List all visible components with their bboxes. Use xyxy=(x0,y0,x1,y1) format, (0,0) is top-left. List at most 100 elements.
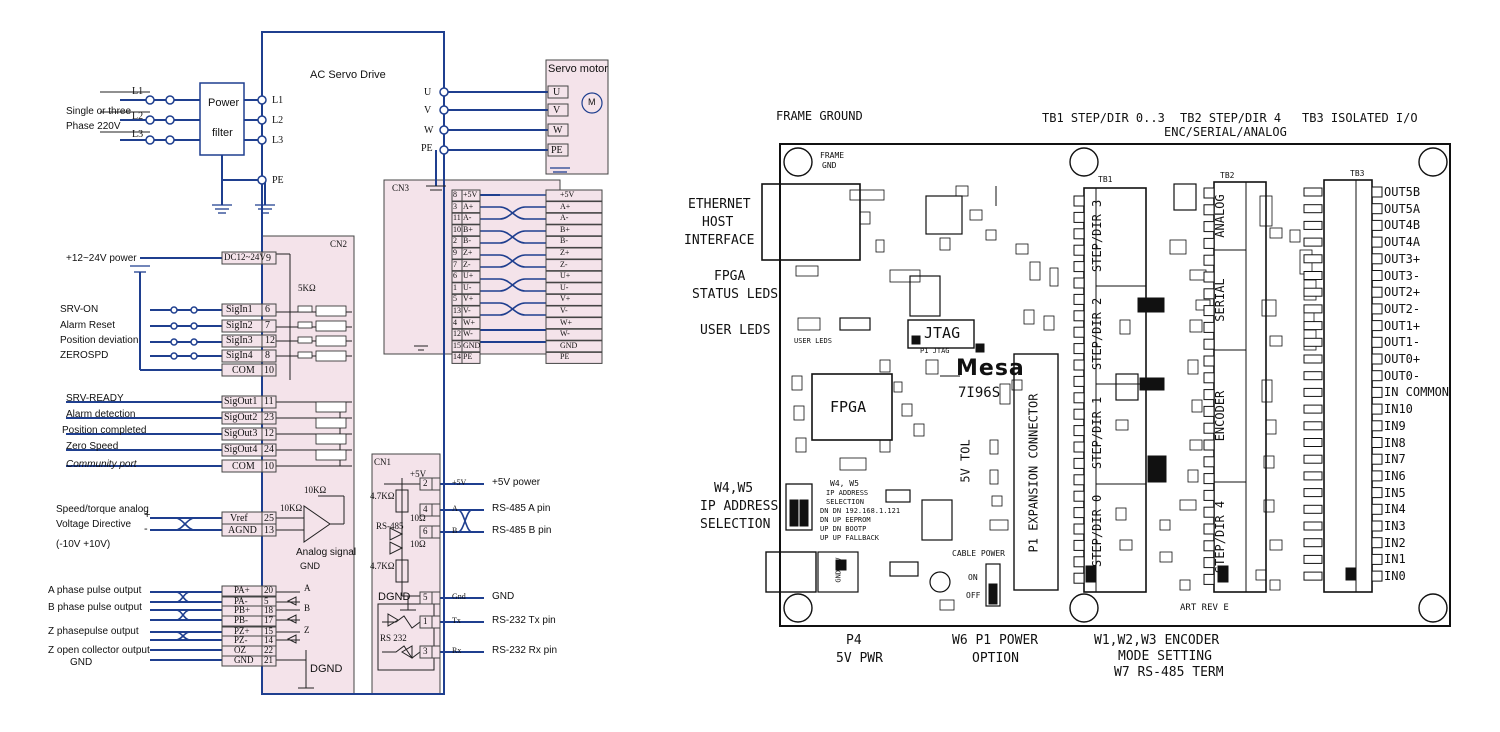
board-fpga-label: FPGA xyxy=(830,398,867,416)
board-component-16 xyxy=(969,209,983,221)
pulse-pin-3: 17 xyxy=(264,615,273,625)
analog-label-1: Speed/torque analog xyxy=(56,504,149,515)
cn3-sig-box-7 xyxy=(545,270,603,283)
cn3-name-box-11 xyxy=(461,317,481,330)
tb3-resistor-14 xyxy=(1303,421,1323,431)
pulse-letter-z: Z xyxy=(304,625,310,635)
cn3-sig-13: GND xyxy=(560,340,578,350)
tb3-pin-1: OUT5A xyxy=(1384,201,1421,216)
cn3-sig-box-11 xyxy=(545,317,603,330)
cn1-rs485-label: RS-485 xyxy=(376,521,404,531)
tb3-pin-4: OUT3+ xyxy=(1384,251,1421,266)
supply-label-2: Phase 220V xyxy=(66,121,121,132)
board-component-20 xyxy=(1049,267,1059,287)
board-component-8 xyxy=(879,359,891,373)
board-tb3: TB3 xyxy=(1350,169,1365,178)
output-label-3: Zero Speed xyxy=(66,441,119,452)
output-pin-1: 23 xyxy=(264,412,274,423)
tb1-screw-2 xyxy=(1073,228,1085,240)
cn3-label: CN3 xyxy=(392,183,410,193)
tb3-pin-20: IN3 xyxy=(1384,519,1406,533)
tb1-section-1: STEP/DIR 2 xyxy=(1090,297,1104,370)
board-component-15 xyxy=(955,185,969,197)
board-mesa-logo: Mesa xyxy=(956,356,1025,381)
tb2-screw-8 xyxy=(1203,321,1215,333)
cn3-name-box-10 xyxy=(461,305,481,318)
board-component-9 xyxy=(893,381,903,393)
tb3-pin-15: IN8 xyxy=(1384,435,1406,450)
cn1-rs232-label: RS 232 xyxy=(380,633,407,643)
tb3-screw-15 xyxy=(1371,437,1383,448)
tb3-resistor-12 xyxy=(1303,387,1323,397)
tb3-resistor-1 xyxy=(1303,204,1323,214)
cn3-sig-5: Z+ xyxy=(560,248,570,257)
cn1-r10a: 10Ω xyxy=(410,513,426,523)
servo-dgnd-label: DGND xyxy=(310,663,343,675)
tb3-screw-5 xyxy=(1371,270,1383,281)
pulse-pin-2: 18 xyxy=(264,605,273,615)
cn1-num-4: 1 xyxy=(423,616,428,626)
label-user-leds: USER LEDS xyxy=(700,323,771,338)
tb3-pin-3: OUT4A xyxy=(1384,235,1421,250)
tb3-screw-22 xyxy=(1371,553,1383,565)
board-component-54 xyxy=(1115,507,1127,521)
tb1-screw-16 xyxy=(1073,457,1085,469)
tb3-resistor-6 xyxy=(1303,287,1323,297)
tb3-screw-9 xyxy=(1371,336,1383,348)
board-component-19 xyxy=(1029,261,1041,281)
board-component-32 xyxy=(1191,399,1203,413)
board-component-38 xyxy=(1289,229,1301,243)
board-component-26 xyxy=(989,519,1009,531)
resistor-5k: 5KΩ xyxy=(298,283,316,293)
input-pin-1: 7 xyxy=(265,320,270,331)
power-filter-line1: Power xyxy=(208,97,240,109)
label-tb2-line2: ENC/SERIAL/ANALOG xyxy=(1164,125,1287,139)
analog-signal-label: Analog signal xyxy=(296,547,357,558)
tb1-screw-12 xyxy=(1073,392,1085,404)
tb1-screw-7 xyxy=(1073,310,1085,322)
tb1-screw-4 xyxy=(1073,261,1085,273)
cn3-num-2: 11 xyxy=(453,213,461,223)
tb3-resistor-17 xyxy=(1303,471,1323,481)
tb3-pin-8: OUT1+ xyxy=(1384,318,1421,333)
cn1-label-4: RS-232 Tx pin xyxy=(492,615,556,626)
tb2-screw-18 xyxy=(1203,489,1215,501)
tb3-pin-2: OUT4B xyxy=(1384,218,1421,233)
tb3-screw-18 xyxy=(1371,487,1383,499)
pulse-pin-name-4: PZ+ xyxy=(234,626,250,636)
drive-l2: L2 xyxy=(272,115,284,126)
tb2-screw-23 xyxy=(1203,573,1215,585)
board-component-25 xyxy=(991,495,1003,507)
label-tb1: TB1 STEP/DIR 0..3 xyxy=(1042,111,1165,125)
motor-pin-u: U xyxy=(553,87,561,98)
pulse-pin-name-1: PA- xyxy=(234,596,248,606)
drive-pe: PE xyxy=(272,175,284,186)
cn3-num-3: 10 xyxy=(453,224,461,234)
tb3-resistor-4 xyxy=(1303,254,1323,264)
tb2-screw-12 xyxy=(1203,389,1215,401)
input-l3: L3 xyxy=(132,129,144,140)
board-component-48 xyxy=(1263,499,1275,513)
board-component-31 xyxy=(1187,359,1199,375)
vref-pin: 25 xyxy=(264,513,274,524)
cn3-num-10: 13 xyxy=(453,306,461,315)
agnd-name: AGND xyxy=(228,525,257,536)
label-ethernet-1: ETHERNET xyxy=(688,197,751,212)
dc-box: DC12~24V xyxy=(224,252,266,262)
label-ethernet-2: HOST xyxy=(702,215,734,230)
tb3-screw-21 xyxy=(1371,537,1383,549)
com-out-name: COM xyxy=(232,461,255,472)
board-component-37 xyxy=(1269,227,1283,239)
tb2-section-1: SERIAL xyxy=(1213,278,1227,322)
label-tb3: TB3 ISOLATED I/O xyxy=(1302,111,1418,125)
board-on: ON xyxy=(968,573,978,582)
tb2-screw-3 xyxy=(1203,237,1215,249)
tb1-screw-5 xyxy=(1073,277,1085,289)
ip-table-line-1: SELECTION xyxy=(826,498,864,506)
cn3-sig-12: W- xyxy=(560,329,570,339)
cn3-name-2: A- xyxy=(463,213,472,223)
tb2-screw-15 xyxy=(1203,439,1215,451)
tb2-screw-9 xyxy=(1203,338,1215,350)
pulse-pin-name-7: GND xyxy=(234,655,254,665)
cn3-sig-6: Z- xyxy=(560,259,568,269)
